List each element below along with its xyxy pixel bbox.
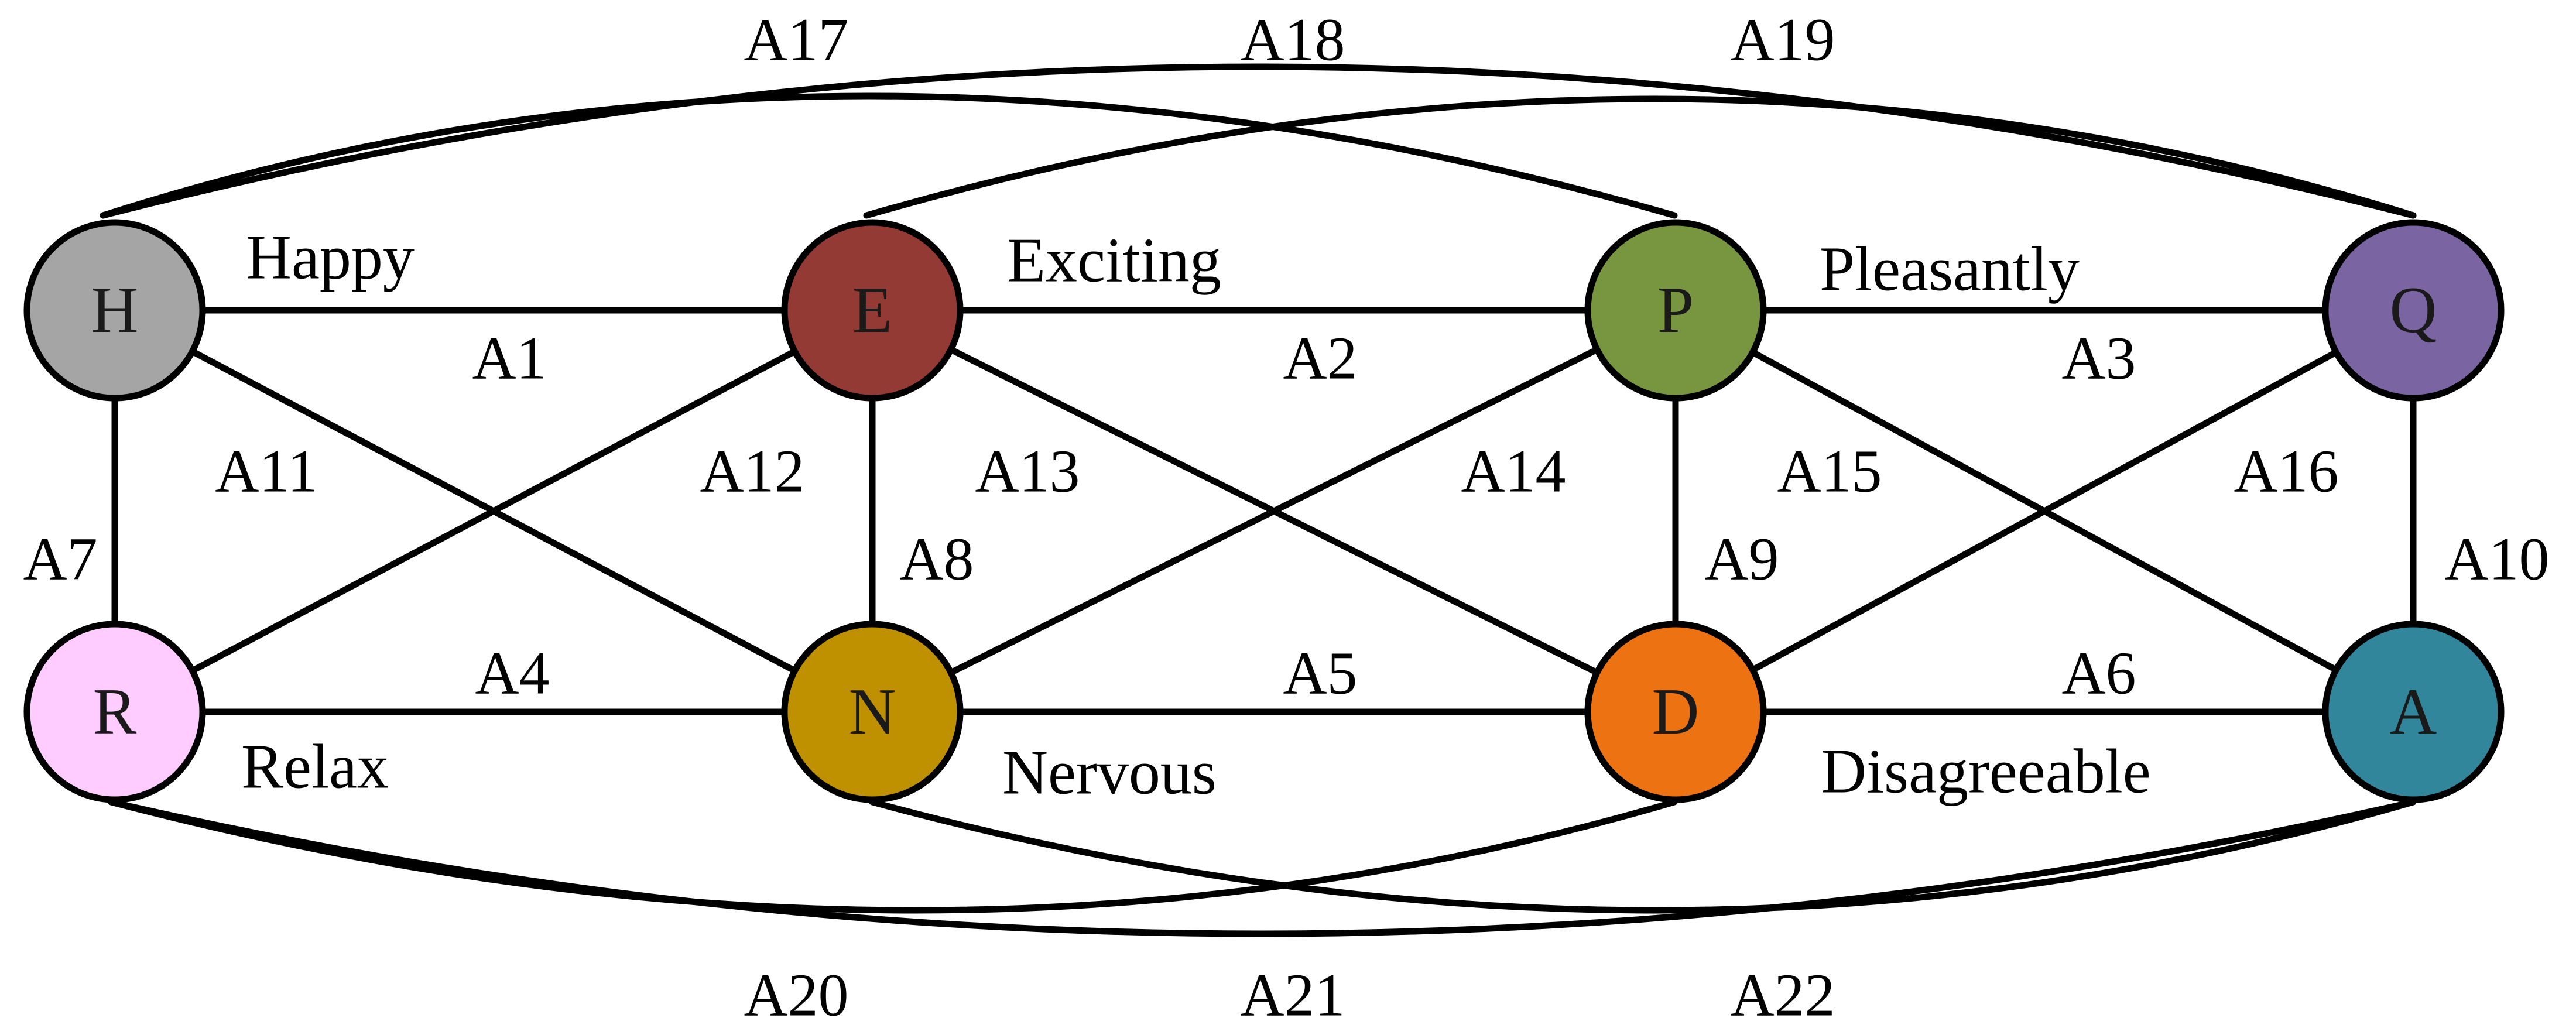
node-r-letter: R [93,676,137,748]
edge-label-A8: A8 [899,526,974,593]
node-h-letter: H [91,274,139,347]
node-e: E [781,219,964,402]
node-p-letter: P [1657,274,1694,347]
edge-label-A10: A10 [2444,526,2549,593]
edge-label-A18: A18 [1240,6,1345,74]
node-h: H [23,219,206,402]
node-n: N [781,621,964,803]
edge-A21 [869,799,2417,914]
edge-label-A3: A3 [2061,325,2136,392]
edge-A12 [111,307,876,715]
edge-label-A15: A15 [1777,438,1882,505]
edge-A18 [863,95,2417,219]
node-name-relax: Relax [241,732,389,802]
edge-label-A5: A5 [1283,640,1357,707]
node-p: P [1584,219,1767,402]
edge-label-A4: A4 [475,640,549,707]
node-h-circle [23,219,206,402]
edge-label-A21: A21 [1240,962,1345,1028]
edge-label-A7: A7 [23,526,97,593]
curved-edges [100,63,2417,937]
node-name-happy: Happy [246,223,415,293]
node-d-letter: D [1652,676,1700,748]
edge-label-A12: A12 [700,438,804,505]
edge-label-A22: A22 [1730,962,1835,1028]
edge-A19 [100,63,2417,219]
edge-labels: A1 A2 A3 A4 A5 A6 A7 A8 A9 A10 A11 A12 A… [23,6,2549,1028]
node-a: A [2322,621,2505,803]
edge-A17 [100,92,1678,219]
edge-label-A11: A11 [215,438,317,505]
edge-A20 [108,799,1678,914]
edge-label-A17: A17 [744,6,848,74]
node-q-letter: Q [2390,274,2437,347]
edge-label-A1: A1 [472,325,546,392]
node-e-circle [781,219,964,402]
node-r-circle [23,621,206,803]
node-n-letter: N [849,676,896,748]
node-q-circle [2322,219,2505,402]
edge-label-A14: A14 [1461,438,1566,505]
node-name-nervous: Nervous [1002,738,1217,808]
node-r: R [23,621,206,803]
node-name-exciting: Exciting [1007,226,1221,296]
node-e-letter: E [852,274,892,347]
node-name-pleasantly: Pleasantly [1820,235,2080,304]
edge-label-A13: A13 [975,438,1080,505]
node-names: Happy Exciting Pleasantly Relax Nervous … [241,223,2151,808]
node-n-circle [781,621,964,803]
node-d: D [1584,621,1767,803]
edge-label-A20: A20 [744,962,848,1028]
edge-A14 [869,307,1679,715]
edge-label-A2: A2 [1283,325,1357,392]
edge-label-A16: A16 [2234,438,2338,505]
nodes: H E P Q R N D A [23,219,2505,803]
node-d-circle [1584,621,1767,803]
edge-label-A19: A19 [1730,6,1835,74]
node-p-circle [1584,219,1767,402]
edge-label-A9: A9 [1704,526,1779,593]
node-a-letter: A [2390,676,2437,748]
node-name-disagreeable: Disagreeable [1821,737,2151,807]
node-q: Q [2322,219,2505,402]
node-a-circle [2322,621,2505,803]
edge-A22 [108,799,2417,937]
edge-label-A6: A6 [2061,640,2136,707]
edge-A16 [1672,307,2417,715]
